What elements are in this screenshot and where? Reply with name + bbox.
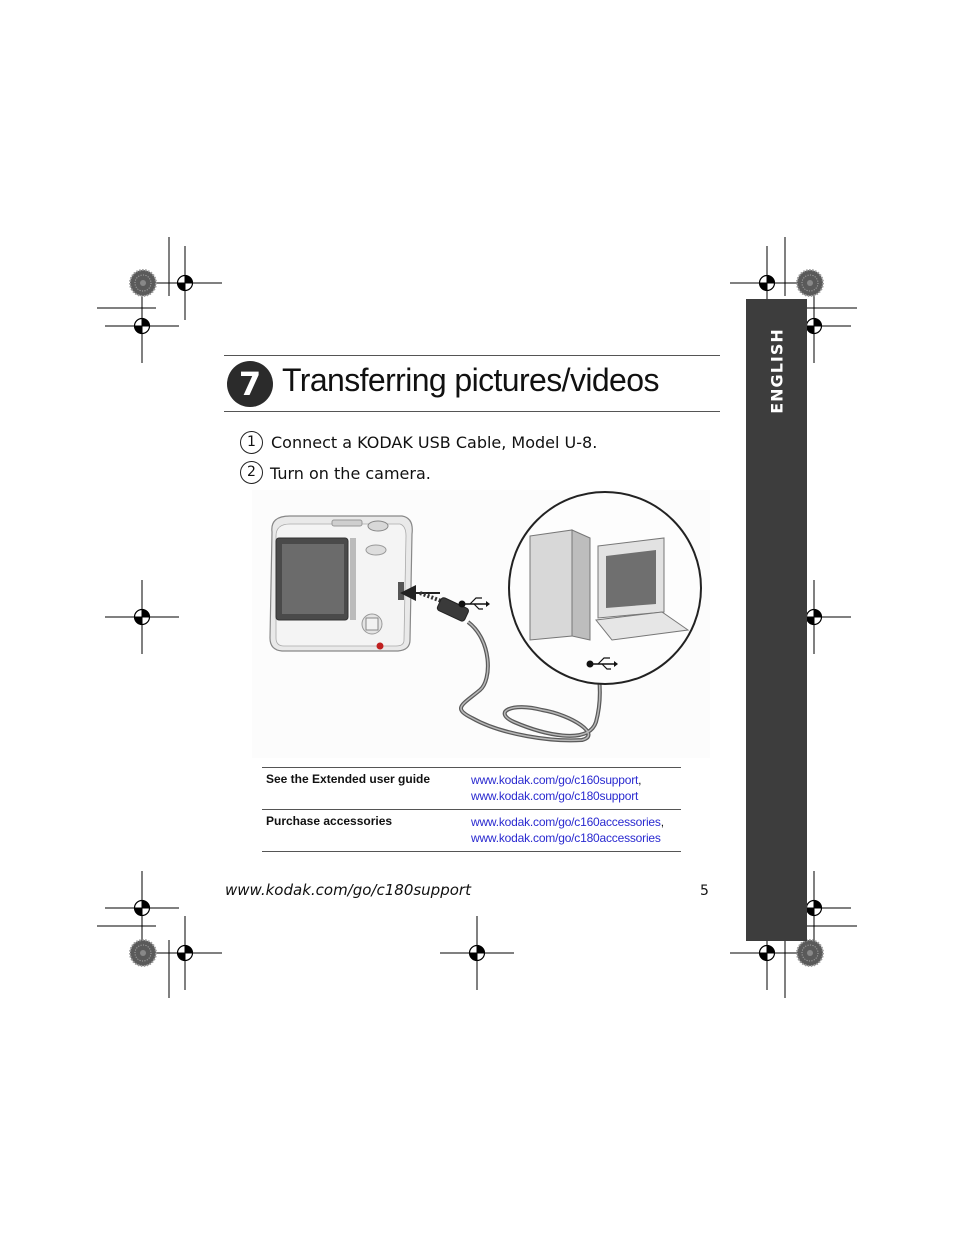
color-target-mark [796,939,824,967]
usb-icon [458,597,490,610]
registration-mark [104,870,180,946]
registration-mark [147,915,223,991]
language-side-tab [746,299,807,941]
registration-mark [104,288,180,364]
registration-mark [104,579,180,655]
heading-bottom-rule [224,411,720,412]
usb-connection-illustration [252,490,710,758]
footer-url: www.kodak.com/go/c180support [225,881,471,899]
registration-mark [147,245,223,321]
color-target-mark [129,269,157,297]
table-row-links: www.kodak.com/go/c160support, www.kodak.… [467,767,681,810]
page-number: 5 [700,883,709,899]
page-title: Transferring pictures/videos [282,362,659,398]
registration-mark [439,915,515,991]
usb-plug [419,591,469,622]
section-number-badge: 7 [227,361,273,407]
table-row-label: See the Extended user guide [262,767,467,810]
table-row: See the Extended user guide www.kodak.co… [262,767,681,810]
table-row-links: www.kodak.com/go/c160accessories, www.ko… [467,809,681,852]
color-target-mark [129,939,157,967]
camera-image [269,515,413,652]
support-link-c180[interactable]: www.kodak.com/go/c180support [471,789,639,803]
computer-image [508,491,702,685]
color-target-mark [796,269,824,297]
step-1-number: 1 [240,431,263,454]
step-2-text: Turn on the camera. [270,464,431,483]
support-link-c160[interactable]: www.kodak.com/go/c160support [471,773,639,787]
link-separator: , [638,773,642,787]
accessories-link-c180[interactable]: www.kodak.com/go/c180accessories [471,831,661,845]
heading-top-rule [224,355,720,356]
language-tab-label-container: ENGLISH [762,316,792,426]
table-row: Purchase accessories www.kodak.com/go/c1… [262,809,681,852]
accessories-link-c160[interactable]: www.kodak.com/go/c160accessories [471,815,661,829]
link-separator: , [660,815,664,829]
reference-table: See the Extended user guide www.kodak.co… [262,767,681,852]
step-2-number: 2 [240,461,263,484]
usb-icon [586,657,618,670]
step-1-text: Connect a KODAK USB Cable, Model U-8. [271,433,598,452]
table-row-label: Purchase accessories [262,809,467,852]
language-tab-label: ENGLISH [767,328,787,414]
